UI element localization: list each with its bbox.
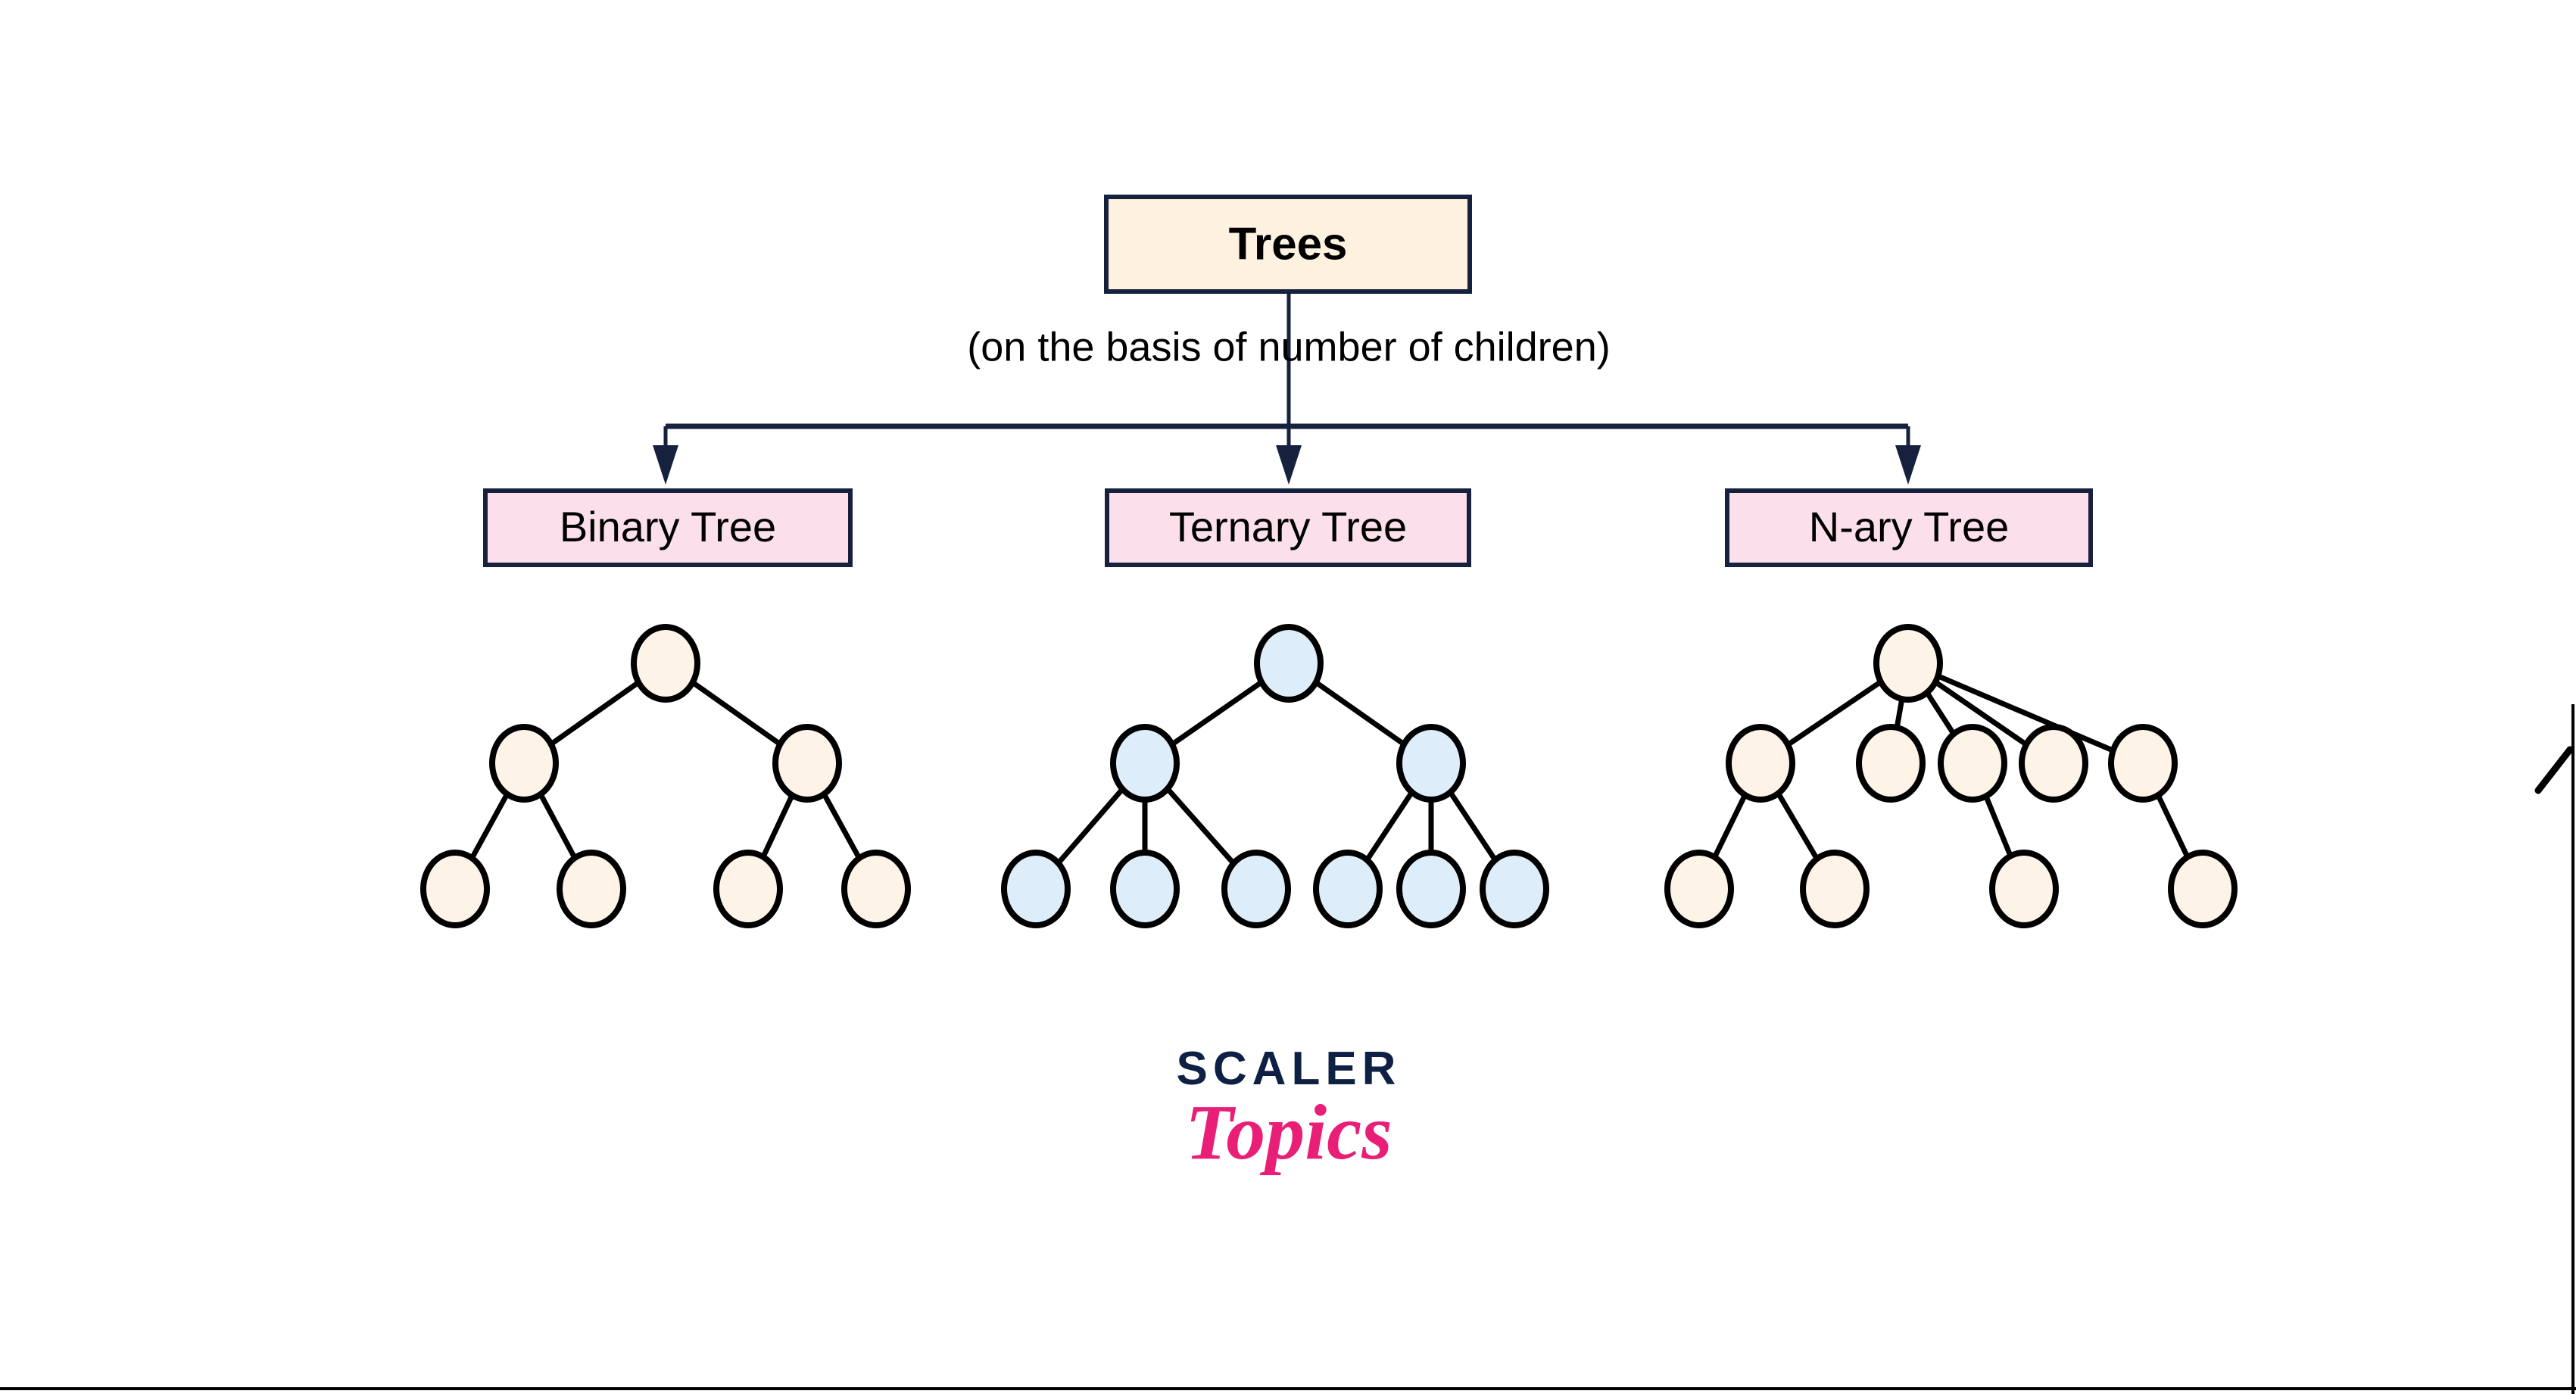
logo-scaler-wordmark: SCALER <box>1177 1043 1402 1095</box>
logo-topics-wordmark: Topics <box>1185 1089 1392 1176</box>
tree-node-binary-a <box>489 724 559 803</box>
arrowhead-icon-2 <box>1276 445 1302 485</box>
tree-node-ternary-a1 <box>1001 850 1071 928</box>
tree-node-nary-l2 <box>1800 850 1870 928</box>
root-box[interactable] <box>1104 195 1472 294</box>
tree-node-ternary-r <box>1254 624 1324 703</box>
tree-node-nary-c3 <box>1938 724 2007 803</box>
tree-illustration-binary <box>420 624 911 928</box>
tree-node-nary-l1 <box>1664 850 1734 928</box>
tree-node-ternary-b3 <box>1480 850 1549 928</box>
tree-edge-nary-5 <box>1905 660 2146 766</box>
tree-illustrations-group <box>420 624 2238 928</box>
tree-node-ternary-a3 <box>1221 850 1291 928</box>
tree-node-ternary-b2 <box>1396 850 1466 928</box>
connector-lines-group <box>653 293 1921 485</box>
page-frame-lines <box>0 704 2576 1394</box>
tree-node-binary-a1 <box>420 850 490 928</box>
tree-node-binary-b2 <box>841 850 911 928</box>
tree-node-ternary-b1 <box>1313 850 1383 928</box>
tree-node-ternary-b <box>1396 724 1466 803</box>
category-box-ternary[interactable] <box>1105 488 1471 567</box>
tree-illustration-ternary <box>1001 624 1549 928</box>
subtitle-text: (on the basis of number of children) <box>967 324 1610 370</box>
tree-illustration-nary <box>1664 624 2238 928</box>
tree-node-binary-a2 <box>557 850 626 928</box>
category-box-label-binary: Binary Tree <box>560 503 776 550</box>
stray-diagonal-mark <box>2534 746 2574 794</box>
tree-node-binary-r <box>631 624 700 703</box>
root-box-label: Trees <box>1229 218 1348 269</box>
category-box-binary[interactable] <box>483 488 853 567</box>
boxes-group: Trees (on the basis of number of children… <box>483 195 2093 567</box>
tree-node-nary-r <box>1873 624 1943 703</box>
category-box-label-nary: N-ary Tree <box>1809 503 2010 550</box>
tree-node-binary-b1 <box>713 850 783 928</box>
tree-node-ternary-a2 <box>1110 850 1180 928</box>
arrowhead-icon-3 <box>1895 445 1921 485</box>
tree-node-nary-l4 <box>2168 850 2238 928</box>
category-box-nary[interactable] <box>1725 488 2093 567</box>
tree-node-nary-c4 <box>2019 724 2088 803</box>
tree-node-nary-c5 <box>2108 724 2178 803</box>
arrowhead-icon-1 <box>653 445 678 485</box>
tree-node-nary-c2 <box>1856 724 1926 803</box>
tree-node-ternary-a <box>1110 724 1180 803</box>
tree-node-binary-b <box>772 724 842 803</box>
tree-node-nary-c1 <box>1726 724 1795 803</box>
tree-node-nary-l3 <box>1989 850 2059 928</box>
category-box-label-ternary: Ternary Tree <box>1169 503 1407 550</box>
